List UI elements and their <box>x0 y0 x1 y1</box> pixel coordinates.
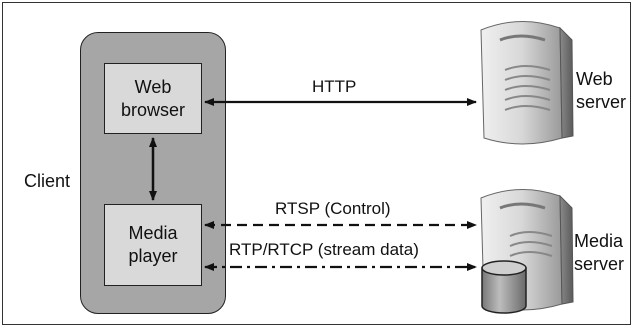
web-server-label: Web server <box>576 68 626 114</box>
web-server-icon <box>480 21 574 145</box>
diagram-frame <box>2 2 631 325</box>
media-server-label-line1: Media <box>574 231 624 251</box>
rtp-label: RTP/RTCP (stream data) <box>229 240 419 259</box>
client-label: Client <box>24 171 71 191</box>
web-server-label-line1: Web <box>576 69 613 89</box>
media-player-box: Media player <box>104 204 202 286</box>
database-icon <box>481 260 527 314</box>
media-player-label-line1: Media <box>128 223 178 243</box>
web-server-label-line2: server <box>576 92 627 112</box>
web-browser-label-line2: browser <box>120 99 186 120</box>
media-server-label: Media server <box>574 230 624 276</box>
media-player-label-line2: player <box>128 246 178 266</box>
rtsp-label: RTSP (Control) <box>275 199 391 218</box>
web-browser-box: Web browser <box>104 63 202 134</box>
media-server-label-line2: server <box>574 254 625 274</box>
http-label: HTTP <box>312 77 357 96</box>
web-browser-label-line1: Web <box>134 76 172 97</box>
